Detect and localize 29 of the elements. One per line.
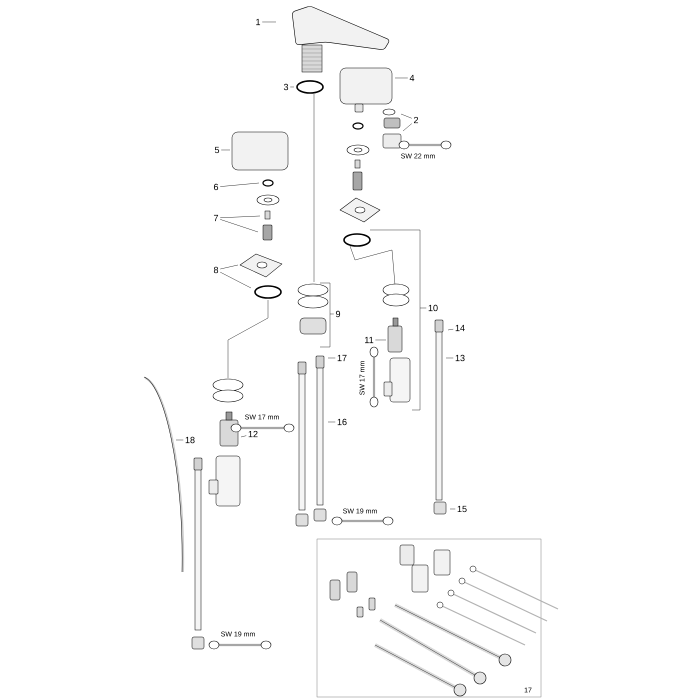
leader-line <box>220 219 258 232</box>
callout-number: 6 <box>214 184 218 190</box>
callout-number: 3 <box>284 84 288 90</box>
leader-line <box>290 86 294 88</box>
callout-number: 10 <box>428 304 438 312</box>
leader-line <box>220 216 260 218</box>
callout-number: 5 <box>214 146 220 154</box>
leader-line <box>450 508 456 510</box>
leader-line <box>402 123 412 132</box>
callout-number: 9 <box>336 310 340 318</box>
leader-line <box>220 272 252 288</box>
callout-number: 17 <box>338 354 347 362</box>
callout-number: 4 <box>410 74 414 82</box>
callout-number: 1 <box>256 18 260 26</box>
callout-number: 7 <box>214 214 218 222</box>
leader-line <box>220 182 260 187</box>
callout-number: 14 <box>456 324 465 332</box>
callout-number: 15 <box>458 506 467 512</box>
leader-line <box>448 328 454 330</box>
callout-number: 2 <box>414 116 418 124</box>
callout-number: 18 <box>186 436 195 444</box>
callout-number: 8 <box>214 266 218 274</box>
leader-line <box>240 435 246 438</box>
callout-number: 16 <box>338 418 347 426</box>
leader-line <box>220 264 238 270</box>
callout-number: 12 <box>248 430 258 438</box>
callout-number: 11 <box>365 336 374 344</box>
leader-line <box>400 114 412 118</box>
callout-number: 13 <box>456 354 465 362</box>
